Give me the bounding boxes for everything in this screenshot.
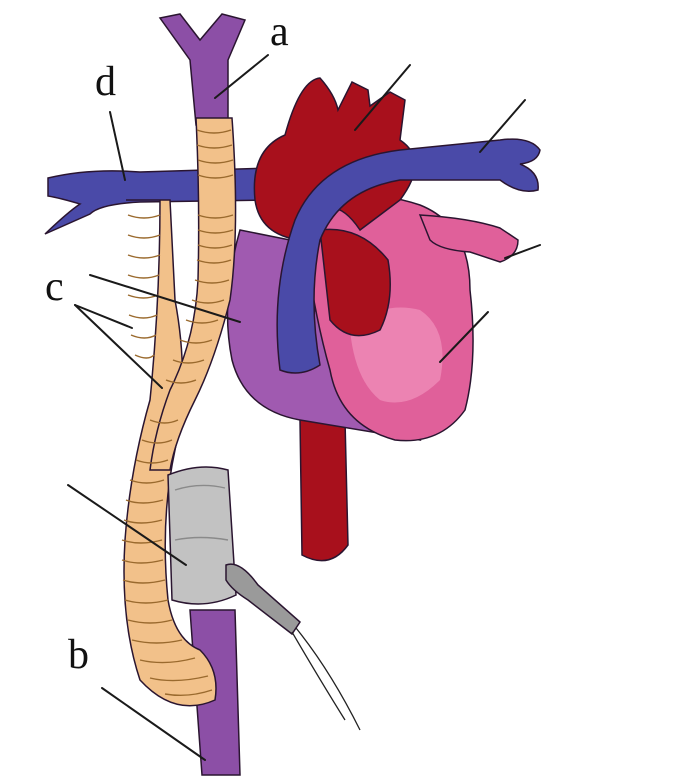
pulmonary-trunk [276, 138, 541, 374]
superior-vena-cava [158, 13, 247, 126]
probe-cable [225, 563, 301, 636]
label-b: b [68, 632, 89, 678]
right-pulmonary-vein [418, 214, 519, 263]
graft-right [149, 117, 237, 471]
descending-aorta [299, 419, 349, 562]
label-a: a [270, 9, 289, 55]
aortic-root [319, 228, 391, 337]
label-d: d [95, 59, 116, 105]
flow-probe-icon [167, 466, 361, 731]
graft-corrugations [121, 129, 234, 697]
leader-lines [67, 54, 541, 761]
label-c: c [45, 264, 64, 310]
